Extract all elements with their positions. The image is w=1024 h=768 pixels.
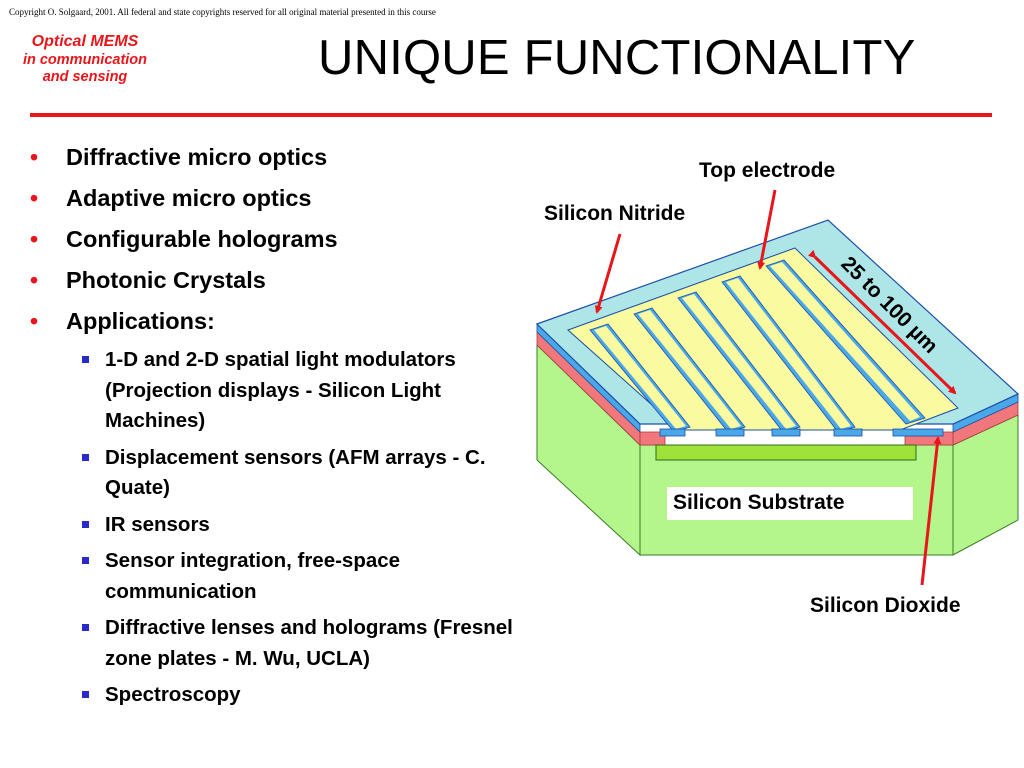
- course-tag-line3: and sensing: [42, 69, 128, 86]
- bullet-dot-icon: •: [30, 308, 39, 334]
- bullet-item: • Adaptive micro optics: [30, 184, 520, 212]
- title-divider: [30, 113, 992, 117]
- silicon-nitride-leader-arrow: [594, 233, 622, 314]
- bullet-dot-icon: •: [30, 226, 39, 252]
- bullet-text: Photonic Crystals: [66, 267, 266, 293]
- ribbon-top: [682, 294, 796, 429]
- top-electrode-leader-arrow: [757, 189, 777, 270]
- silicon-dioxide-leader-arrow: [920, 436, 942, 586]
- dimension-arrow: [807, 249, 957, 395]
- sub-bullet-item: Displacement sensors (AFM arrays - C. Qu…: [30, 443, 520, 504]
- bullet-text: Configurable holograms: [66, 226, 338, 252]
- ribbon-end: [892, 428, 944, 437]
- ribbon-end: [659, 428, 686, 437]
- bullet-dot-icon: •: [30, 185, 39, 211]
- sub-bullet-list: 1-D and 2-D spatial light modulators (Pr…: [66, 345, 520, 711]
- sub-bullet-text: Sensor integration, free-space communica…: [105, 549, 401, 603]
- copyright-notice: Copyright O. Solgaard, 2001. All federal…: [9, 7, 436, 17]
- sub-bullet-text: Displacement sensors (AFM arrays - C. Qu…: [105, 445, 486, 500]
- ribbon-top: [594, 326, 686, 429]
- square-bullet-icon: [82, 453, 89, 461]
- bullet-text: Applications:: [66, 308, 215, 334]
- sub-bullet-item: IR sensors: [30, 510, 520, 541]
- square-bullet-icon: [82, 691, 89, 698]
- bullet-text: Diffractive micro optics: [66, 144, 328, 170]
- slide-title: UNIQUE FUNCTIONALITY: [318, 31, 916, 85]
- bullet-item: • Photonic Crystals: [30, 266, 520, 294]
- bullet-item: • Diffractive micro optics: [30, 143, 520, 171]
- sub-bullet-item: Diffractive lenses and holograms (Fresne…: [30, 613, 520, 674]
- air-gap-cavity: [655, 444, 917, 461]
- bullet-list: • Diffractive micro optics • Adaptive micr…: [30, 143, 520, 724]
- bullet-item: • Configurable holograms: [30, 225, 520, 253]
- square-bullet-icon: [82, 557, 89, 564]
- ribbon-end: [771, 428, 801, 437]
- course-tag: Optical MEMS in communication and sensin…: [6, 32, 164, 87]
- square-bullet-icon: [82, 356, 89, 363]
- substrate-label-box: [667, 487, 913, 520]
- sub-bullet-item: 1-D and 2-D spatial light modulators (Pr…: [30, 345, 520, 437]
- ribbon-end: [715, 428, 745, 437]
- ribbon-end: [833, 428, 863, 437]
- square-bullet-icon: [82, 520, 89, 528]
- bullet-item: • Applications: 1-D and 2-D spatial light…: [30, 307, 520, 711]
- silicon-substrate-label: Silicon Substrate: [673, 491, 845, 514]
- sub-bullet-item: Sensor integration, free-space communica…: [30, 546, 520, 607]
- bullet-text: Adaptive micro optics: [66, 185, 312, 211]
- sub-bullet-item: Spectroscopy: [30, 680, 520, 711]
- sub-bullet-text: 1-D and 2-D spatial light modulators (Pr…: [105, 348, 456, 432]
- silicon-dioxide-label: Silicon Dioxide: [810, 594, 961, 617]
- ribbon-top: [638, 310, 741, 429]
- square-bullet-icon: [82, 624, 89, 631]
- bullet-dot-icon: •: [30, 144, 39, 170]
- silicon-nitride-label: Silicon Nitride: [544, 202, 686, 225]
- sub-bullet-text: Spectroscopy: [105, 683, 241, 706]
- bullet-dot-icon: •: [30, 267, 39, 293]
- mems-device-diagram: 25 to 100 µm: [535, 189, 1020, 586]
- sub-bullet-text: Diffractive lenses and holograms (Fresne…: [105, 616, 513, 670]
- top-electrode-label: Top electrode: [699, 159, 836, 182]
- sub-bullet-text: IR sensors: [105, 512, 210, 536]
- course-tag-line2: in communication: [22, 51, 148, 68]
- course-tag-line1: Optical MEMS: [31, 33, 139, 50]
